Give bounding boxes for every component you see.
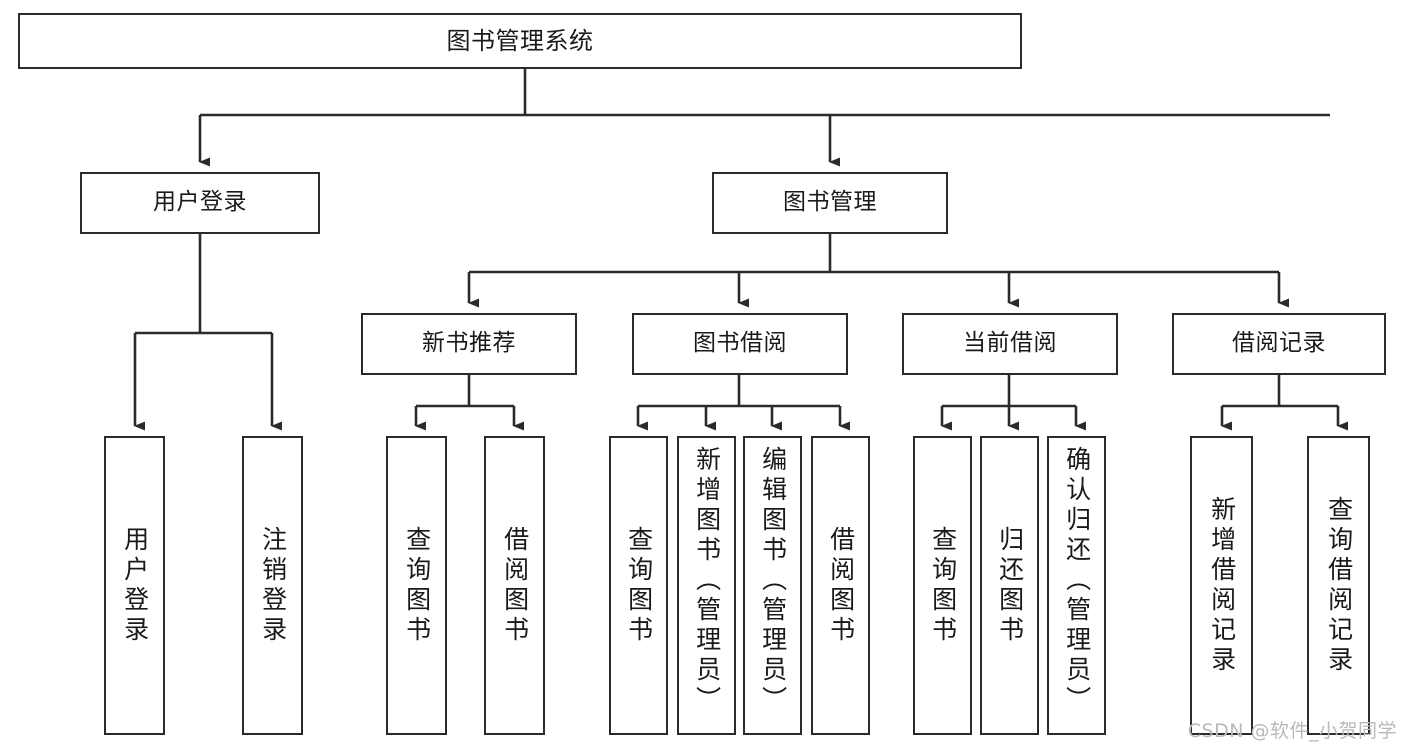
leaf-current-query-book[interactable]: 查询图书: [913, 436, 972, 735]
node-current-borrow[interactable]: 当前借阅: [902, 313, 1118, 375]
node-label: 编辑图书（管理员）: [758, 446, 788, 716]
node-book-management[interactable]: 图书管理: [712, 172, 948, 234]
node-label: 注销登录: [258, 525, 288, 646]
csdn-watermark: CSDN @软件_小贺同学: [1187, 720, 1397, 742]
node-root-system[interactable]: 图书管理系统: [18, 13, 1022, 69]
leaf-borrow-lend-book[interactable]: 借阅图书: [811, 436, 870, 735]
node-label: 借阅图书: [500, 525, 530, 646]
leaf-borrow-query-book[interactable]: 查询图书: [609, 436, 668, 735]
node-label: 查询图书: [402, 525, 432, 646]
node-label: 查询借阅记录: [1324, 495, 1354, 676]
leaf-record-add[interactable]: 新增借阅记录: [1190, 436, 1253, 735]
leaf-current-return-book[interactable]: 归还图书: [980, 436, 1039, 735]
node-label: 图书管理: [783, 189, 877, 216]
leaf-user-login[interactable]: 用户登录: [104, 436, 165, 735]
node-label: 图书借阅: [693, 330, 787, 357]
leaf-current-confirm-return-admin[interactable]: 确认归还（管理员）: [1047, 436, 1106, 735]
node-label: 查询图书: [624, 525, 654, 646]
node-borrow-record[interactable]: 借阅记录: [1172, 313, 1386, 375]
node-label: 确认归还（管理员）: [1062, 446, 1092, 716]
node-label: 新增图书（管理员）: [692, 446, 722, 716]
leaf-borrow-edit-book-admin[interactable]: 编辑图书（管理员）: [743, 436, 802, 735]
node-label: 用户登录: [153, 189, 247, 216]
node-label: 借阅记录: [1232, 330, 1326, 357]
node-label: 借阅图书: [826, 525, 856, 646]
node-book-borrow[interactable]: 图书借阅: [632, 313, 848, 375]
node-label: 查询图书: [928, 525, 958, 646]
node-label: 当前借阅: [963, 330, 1057, 357]
leaf-borrow-add-book-admin[interactable]: 新增图书（管理员）: [677, 436, 736, 735]
leaf-recommend-borrow-book[interactable]: 借阅图书: [484, 436, 545, 735]
node-label: 新增借阅记录: [1207, 495, 1237, 676]
node-label: 用户登录: [120, 525, 150, 646]
leaf-record-query[interactable]: 查询借阅记录: [1307, 436, 1370, 735]
leaf-user-logout[interactable]: 注销登录: [242, 436, 303, 735]
node-label: 归还图书: [995, 525, 1025, 646]
node-user-login[interactable]: 用户登录: [80, 172, 320, 234]
leaf-recommend-query-book[interactable]: 查询图书: [386, 436, 447, 735]
node-new-book-recommend[interactable]: 新书推荐: [361, 313, 577, 375]
node-label: 新书推荐: [422, 330, 516, 357]
node-label: 图书管理系统: [446, 26, 594, 55]
